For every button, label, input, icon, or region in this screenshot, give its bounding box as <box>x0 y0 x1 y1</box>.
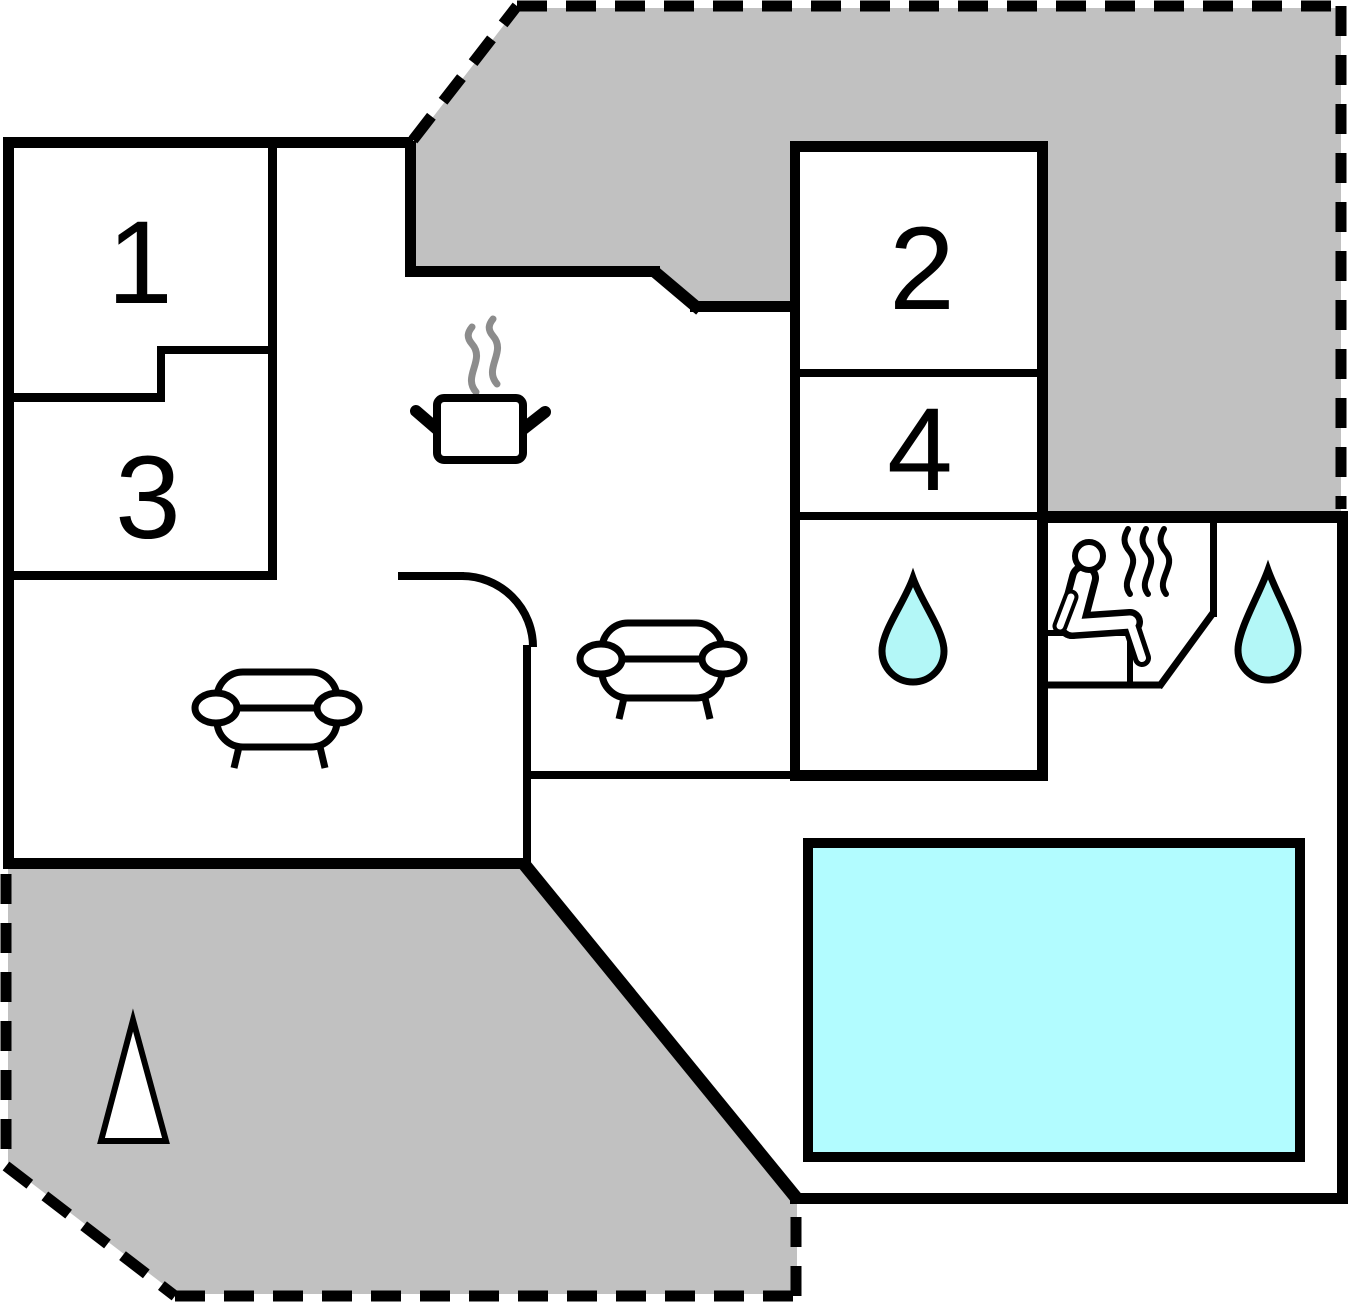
room-4-label: 4 <box>887 384 953 516</box>
cooking-pot-icon <box>410 315 551 464</box>
terrace-bottom-left <box>8 868 797 1294</box>
kitchen-steam-icon <box>464 323 481 396</box>
room-3-label: 3 <box>115 432 181 564</box>
boundary-diagonal-bottom <box>2 1161 179 1301</box>
wall-kitchen-terrace-vert <box>405 141 416 277</box>
wall-right-wing-left <box>790 141 800 781</box>
sauna-icon-group <box>1043 526 1173 684</box>
wall-sauna-right <box>1210 517 1217 617</box>
sauna-person-icon <box>1052 539 1151 667</box>
wall-room2-top <box>790 141 1048 152</box>
wall-step-low <box>3 393 165 402</box>
terrace-top <box>413 8 1341 515</box>
wall-right-exterior <box>1337 511 1348 1204</box>
sofa-icon <box>191 668 363 769</box>
wall-kitchen-terrace-horiz <box>405 266 660 277</box>
room-labels: 1 3 2 4 <box>107 197 955 564</box>
wall-room3-bottom <box>3 571 277 580</box>
wall-rooms13-divider <box>268 137 277 580</box>
wall-pool-room-bottom <box>790 1193 1348 1204</box>
person-head <box>1072 539 1106 573</box>
wall-living-bottom <box>3 858 527 869</box>
wall-hall-bottom <box>523 771 793 779</box>
door-swing-arc <box>461 572 537 648</box>
sauna-steam-icon <box>1121 526 1173 597</box>
walls <box>3 137 1348 1205</box>
wall-sauna-diagonal <box>1156 610 1216 690</box>
sofa-icon <box>576 619 748 720</box>
water-drop-icon <box>1234 559 1302 684</box>
wall-room2-right <box>1037 141 1048 781</box>
wall-step-high <box>157 346 277 354</box>
wall-step-vert <box>157 346 165 402</box>
room-2-label: 2 <box>889 203 955 335</box>
wall-living-diagonal <box>518 859 804 1205</box>
wall-left <box>3 137 14 869</box>
wall-terrace-bottom-right <box>1037 511 1348 523</box>
wall-top <box>3 137 413 148</box>
wall-terrace-horiz2 <box>690 301 800 312</box>
pot-body <box>433 394 527 464</box>
boundary-diagonal-top <box>408 2 522 144</box>
wall-bathroom-bottom <box>790 770 1048 781</box>
water-drop-icon <box>878 567 948 686</box>
room-1-label: 1 <box>107 197 173 329</box>
terraces <box>8 8 1341 1294</box>
wall-hall-right-vert <box>523 645 531 866</box>
wall-room4-bottom <box>795 512 1037 520</box>
swimming-pool <box>803 838 1305 1162</box>
tree-icon <box>97 1008 170 1144</box>
wall-room2-room4-divider <box>795 369 1037 377</box>
kitchen-steam-icon <box>485 315 502 388</box>
wall-door-jamb <box>398 572 464 580</box>
